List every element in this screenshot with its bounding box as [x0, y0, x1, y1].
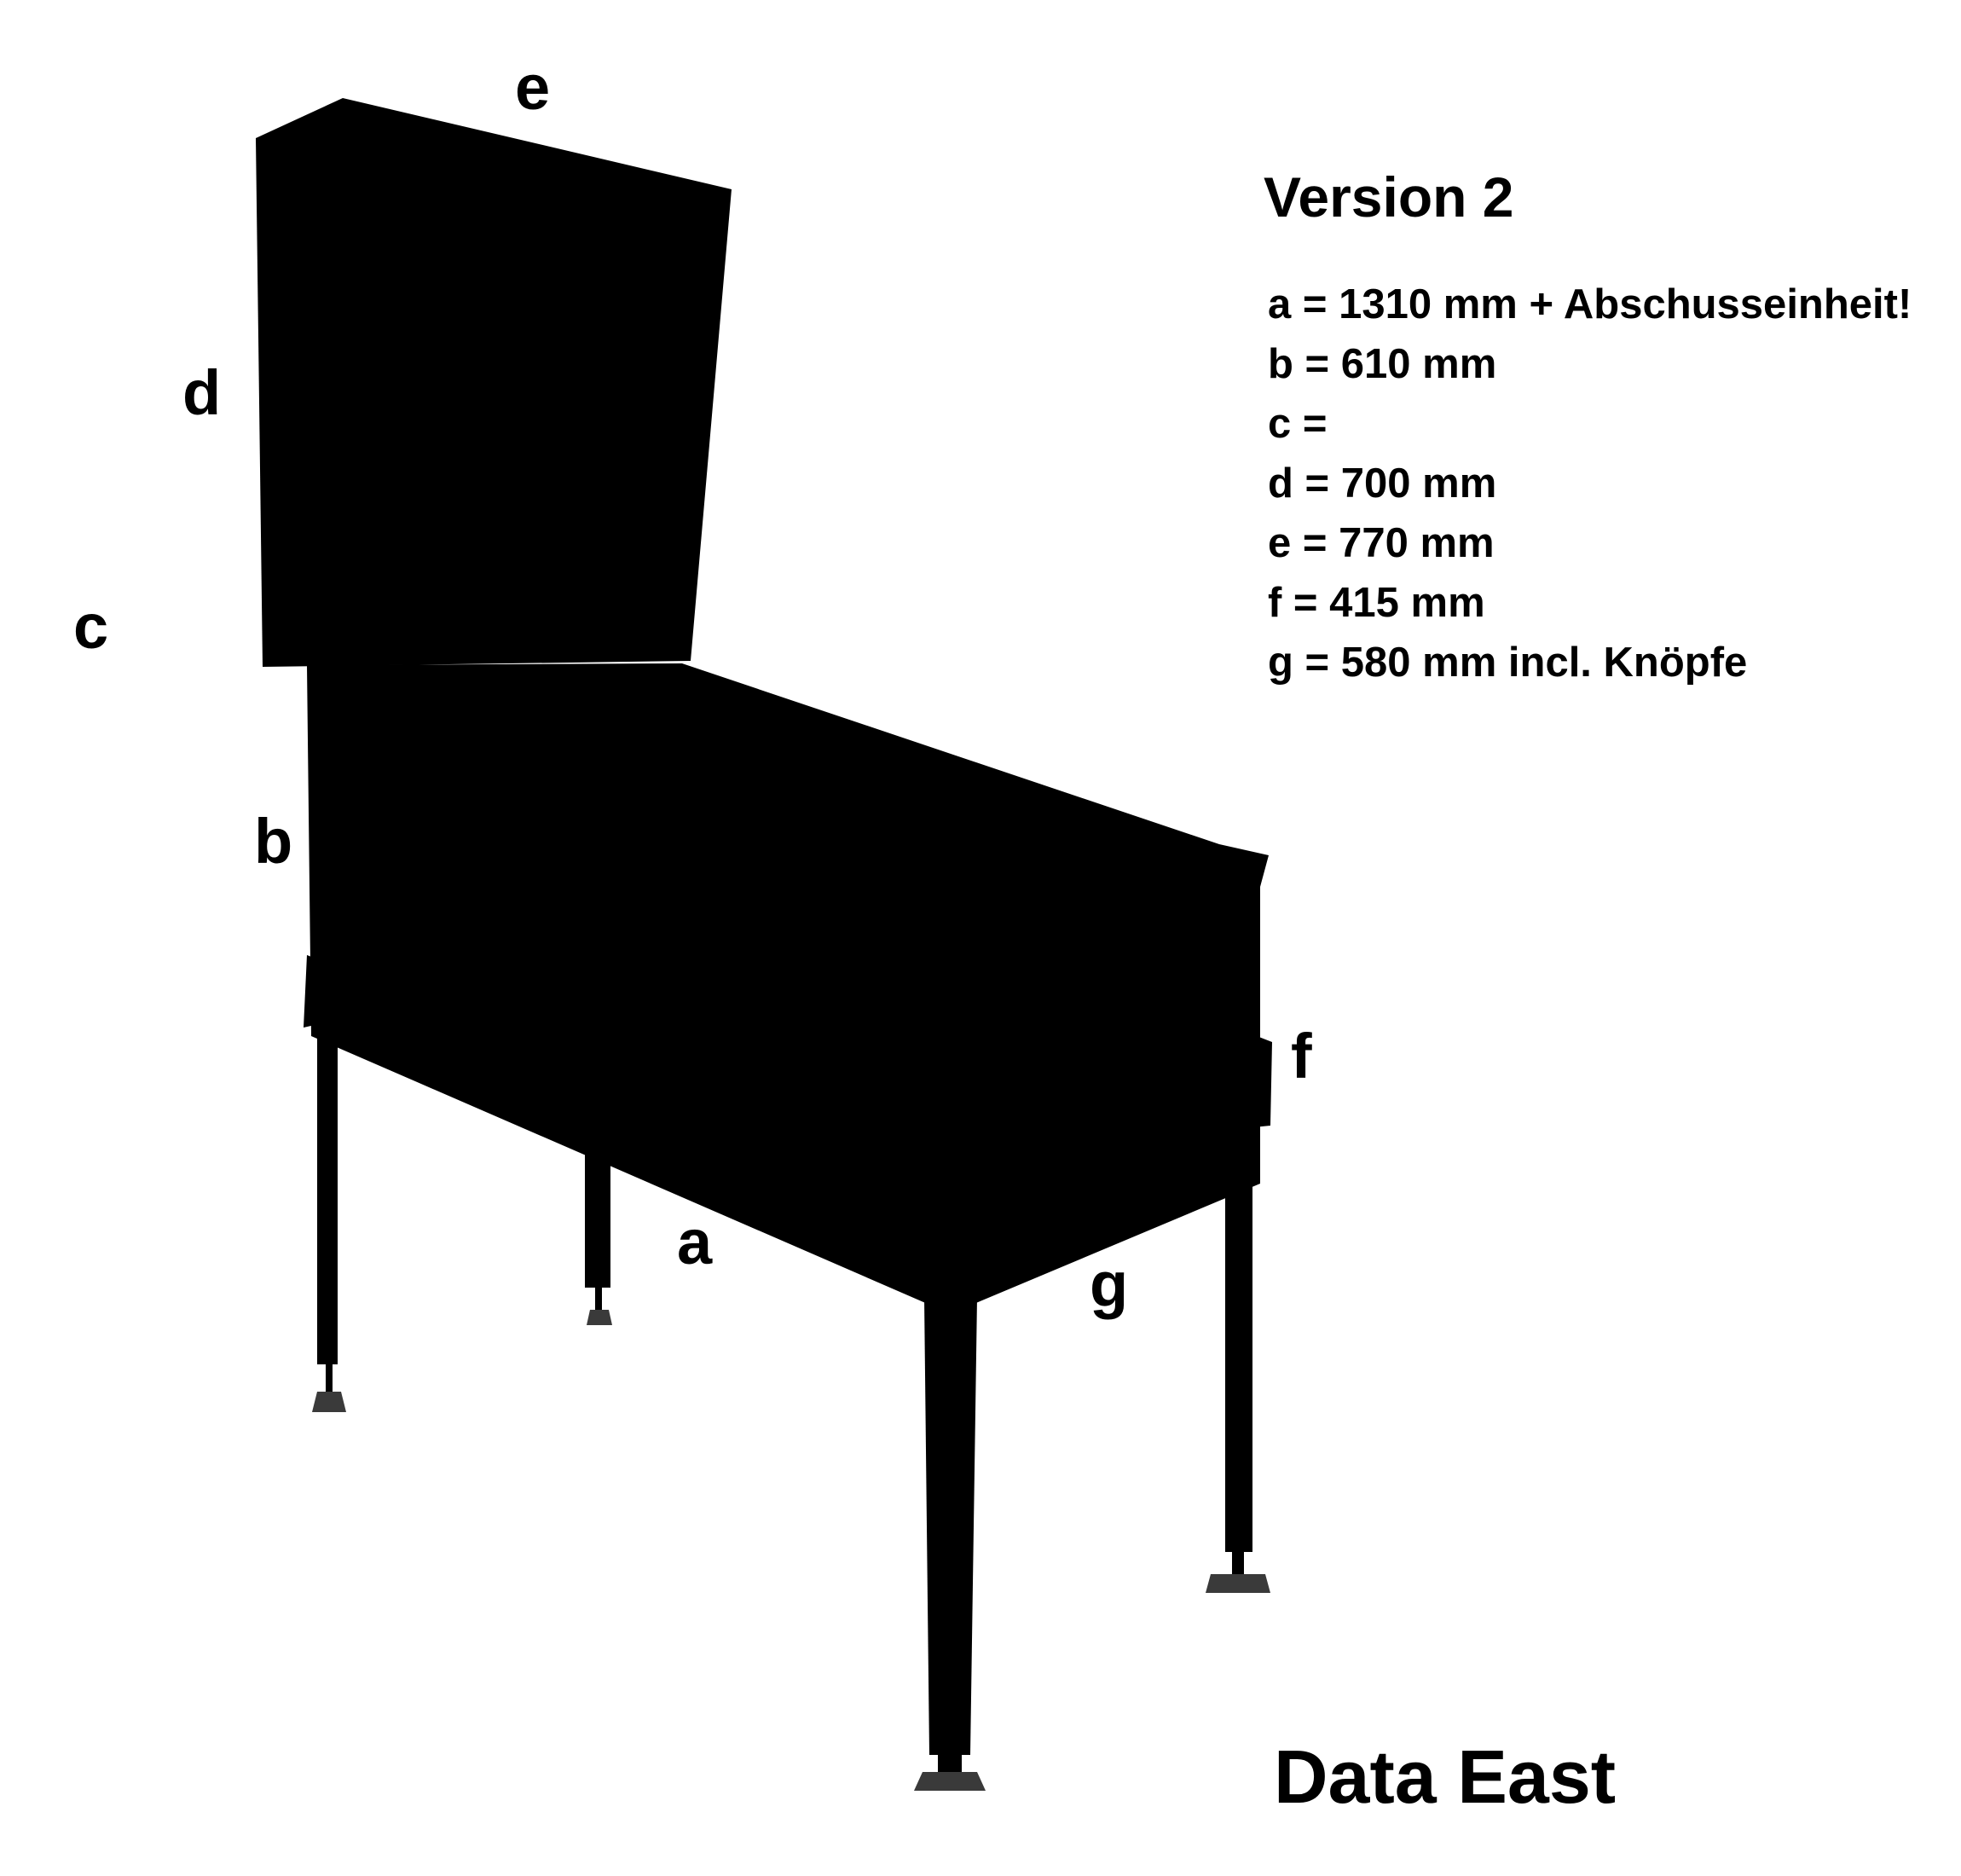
dimension-label-e: e: [515, 52, 551, 123]
spec-title: Version 2: [1264, 165, 1514, 229]
dimension-label-g: g: [1090, 1249, 1129, 1320]
dimension-label-a: a: [677, 1207, 713, 1277]
dimension-label-b: b: [254, 806, 293, 877]
backbox: [256, 98, 732, 667]
spec-line-f: f = 415 mm: [1268, 580, 1485, 626]
side-bracket-left: [304, 955, 324, 1028]
side-bracket-right: [1253, 1036, 1272, 1127]
leg-back-middle: [585, 1147, 612, 1325]
leg-back-left: [312, 1006, 346, 1412]
spec-line-b: b = 610 mm: [1268, 341, 1497, 387]
cabinet-body: [307, 663, 1269, 1305]
spec-line-c: c =: [1268, 401, 1328, 447]
spec-list: a = 1310 mm + Abschusseinheit! b = 610 m…: [1268, 275, 1912, 692]
dimension-label-c: c: [73, 591, 109, 662]
leg-back-right: [1206, 1177, 1270, 1593]
spec-line-a: a = 1310 mm + Abschusseinheit!: [1268, 281, 1912, 327]
spec-line-d: d = 700 mm: [1268, 460, 1497, 507]
dimension-label-d: d: [182, 357, 222, 428]
leg-front: [914, 1298, 986, 1791]
spec-line-g: g = 580 mm incl. Knöpfe: [1268, 640, 1748, 686]
dimension-label-f: f: [1291, 1021, 1312, 1091]
spec-line-e: e = 770 mm: [1268, 520, 1495, 566]
brand-name: Data East: [1274, 1734, 1617, 1819]
